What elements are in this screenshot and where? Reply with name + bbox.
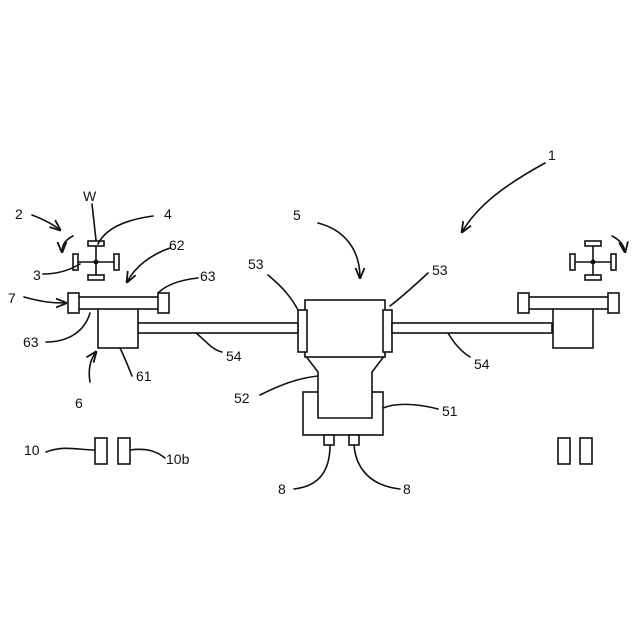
arm-7-right [528, 297, 610, 309]
label-6: 6 [75, 395, 83, 411]
label-1: 1 [548, 147, 556, 163]
left-unit-6 [68, 293, 169, 348]
right-unit [518, 293, 619, 348]
label-3: 3 [33, 267, 41, 283]
label-8-left: 8 [278, 481, 286, 497]
label-5: 5 [293, 207, 301, 223]
part-10-left [95, 438, 107, 464]
label-63-top: 63 [200, 268, 216, 284]
connector-8-right [349, 435, 359, 445]
reference-labels: 1 5 W 2 4 62 3 63 53 53 7 63 54 54 61 6 … [8, 147, 556, 497]
label-62: 62 [169, 237, 185, 253]
label-w: W [83, 188, 97, 204]
block-61-left [98, 308, 138, 348]
label-61: 61 [136, 368, 152, 384]
cap-63-right-a [518, 293, 529, 313]
central-body-5 [298, 300, 392, 445]
beam-54-left [138, 323, 298, 333]
label-53-right: 53 [432, 262, 448, 278]
label-54-right: 54 [474, 356, 490, 372]
connector-8-left [324, 435, 334, 445]
upper-body [305, 300, 385, 357]
part-10-right [558, 438, 570, 464]
flange-53-right [383, 310, 392, 352]
block-61-right [553, 308, 593, 348]
workpiece-w-right [570, 241, 616, 280]
label-8-right: 8 [403, 481, 411, 497]
label-63-bottom: 63 [23, 334, 39, 350]
label-2: 2 [15, 206, 23, 222]
label-4: 4 [164, 206, 172, 222]
cap-63-right-b [608, 293, 619, 313]
flange-53-left [298, 310, 307, 352]
cap-63-left-a [68, 293, 79, 313]
label-53-left: 53 [248, 256, 264, 272]
label-7: 7 [8, 290, 16, 306]
label-51: 51 [442, 403, 458, 419]
part-10b-left [118, 438, 130, 464]
label-54-left: 54 [226, 348, 242, 364]
beam-54-right [392, 323, 552, 333]
arm-7-left [78, 297, 160, 309]
part-10b-right [580, 438, 592, 464]
label-52: 52 [234, 390, 250, 406]
label-10b: 10b [166, 451, 190, 467]
cap-63-left-b [158, 293, 169, 313]
workpiece-w-left [73, 241, 119, 280]
label-10: 10 [24, 442, 40, 458]
